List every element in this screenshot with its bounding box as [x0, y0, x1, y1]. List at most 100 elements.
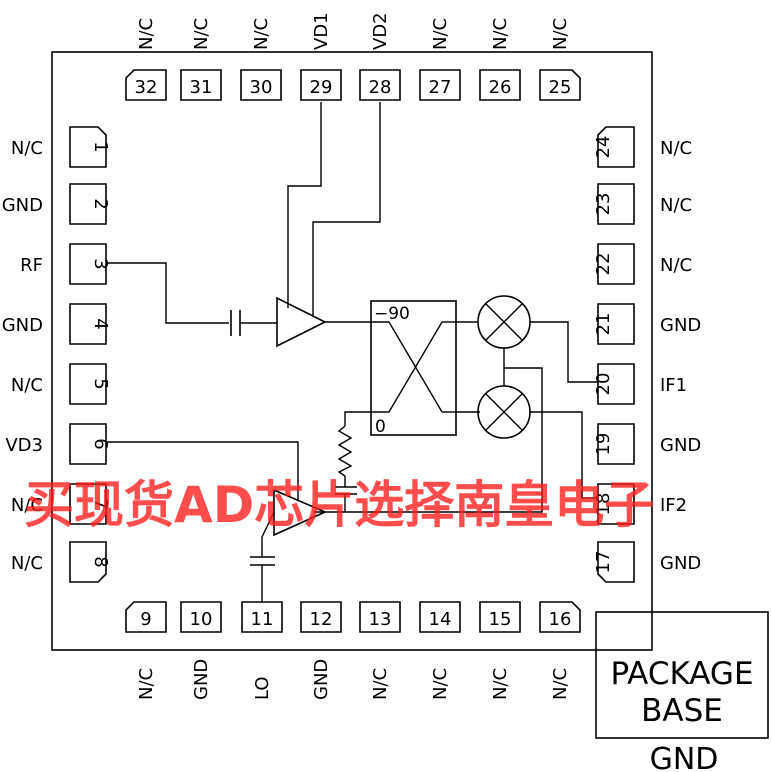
pin-label: N/C: [490, 18, 511, 50]
pin-pad: [597, 423, 635, 465]
pin-32: 32 N/C: [125, 18, 167, 101]
pin-pad: [69, 541, 107, 583]
pin-pad: [479, 69, 521, 101]
pin-30: 30 N/C: [240, 18, 282, 101]
pin-label: N/C: [550, 668, 571, 700]
internal-circuit: −90 0: [106, 102, 598, 602]
hybrid-label-0: 0: [375, 417, 386, 437]
pin-number: 7: [90, 498, 111, 509]
pin-pad: [125, 601, 167, 633]
pin-label: N/C: [660, 255, 692, 276]
pin-number: 27: [429, 77, 452, 98]
pin-pad: [69, 126, 107, 168]
pin-number: 9: [140, 609, 151, 630]
pin-number: 21: [593, 313, 614, 336]
pin-label: N/C: [430, 668, 451, 700]
pin-number: 32: [135, 77, 158, 98]
pin-5: 5N/C: [11, 363, 111, 405]
hybrid-crossline: [388, 321, 443, 413]
pin-label: GND: [2, 195, 43, 216]
pin-pad: [241, 601, 283, 633]
pin-number: 26: [489, 77, 512, 98]
pin-label: IF1: [660, 375, 687, 396]
pin-pad: [597, 243, 635, 285]
pin-number: 5: [90, 378, 111, 389]
pin-25: 25 N/C: [539, 18, 581, 101]
pin-pad: [240, 69, 282, 101]
pin-number: 18: [593, 493, 614, 516]
pin-number: 17: [593, 551, 614, 574]
pin-number: 3: [90, 258, 111, 269]
pin-number: 23: [593, 193, 614, 216]
package-base-line1: PACKAGE: [610, 656, 753, 692]
pin-pad: [69, 423, 107, 465]
pin-label: N/C: [370, 668, 391, 700]
rf-amplifier: [276, 296, 327, 348]
pin-22: 22 N/C: [593, 243, 692, 285]
pin-label: N/C: [660, 195, 692, 216]
bias-resistor: [337, 425, 353, 477]
pin-pad: [125, 69, 167, 101]
pin-number: 24: [593, 136, 614, 159]
pin-number: 1: [90, 141, 111, 152]
pin-number: 16: [549, 609, 572, 630]
pin-pad: [69, 303, 107, 345]
pin-label: RF: [20, 255, 43, 276]
pin-26: 26 N/C: [479, 18, 521, 101]
pin-label: N/C: [490, 668, 511, 700]
pin-pad: [539, 69, 581, 101]
pin-label: LO: [252, 676, 273, 700]
pin-20: 20 IF1: [593, 363, 687, 405]
pin-1: 1 N/C: [11, 126, 111, 168]
pin-13: 13N/C: [359, 601, 401, 700]
rf-trace: [106, 262, 229, 324]
pin-number: 12: [310, 609, 333, 630]
pin-number: 20: [593, 373, 614, 396]
pin-pad: [597, 541, 635, 583]
pin-label: GND: [191, 659, 212, 700]
pin-label: N/C: [136, 18, 157, 50]
pin-pad: [300, 69, 342, 101]
pin-pad: [69, 363, 107, 405]
pin-pad: [69, 183, 107, 225]
pin-number: 25: [549, 77, 572, 98]
pin-label: GND: [660, 553, 701, 574]
pin-pad: [479, 601, 521, 633]
pin-number: 15: [489, 609, 512, 630]
quadrature-hybrid: [370, 300, 457, 436]
pin-pad: [180, 601, 222, 633]
if2-trace: [530, 411, 598, 499]
pin-pad: [597, 303, 635, 345]
pin-pad: [419, 69, 461, 101]
pin-label: N/C: [11, 495, 43, 516]
pin-pad: [419, 601, 461, 633]
pin-pad: [539, 601, 581, 633]
mixer-1: [477, 295, 531, 349]
package-base-line2: BASE: [641, 693, 723, 729]
pin-pad: [359, 69, 401, 101]
pin-number: 19: [593, 433, 614, 456]
pin-label: N/C: [550, 18, 571, 50]
pin-label: GND: [311, 659, 332, 700]
pin-number: 30: [250, 77, 273, 98]
vd3-trace: [106, 441, 299, 500]
pin-label: N/C: [251, 18, 272, 50]
pin-pad: [180, 69, 222, 101]
pin-label: GND: [2, 315, 43, 336]
pin-label: N/C: [11, 138, 43, 159]
pin-pad: [597, 483, 635, 525]
bias-trace: [344, 411, 371, 426]
pin-number: 22: [593, 253, 614, 276]
pin-label: N/C: [660, 138, 692, 159]
pin-pad: [597, 126, 635, 168]
pin-label: VD1: [311, 12, 332, 50]
pin-pad: [359, 601, 401, 633]
pin-23: 23 N/C: [593, 183, 692, 225]
